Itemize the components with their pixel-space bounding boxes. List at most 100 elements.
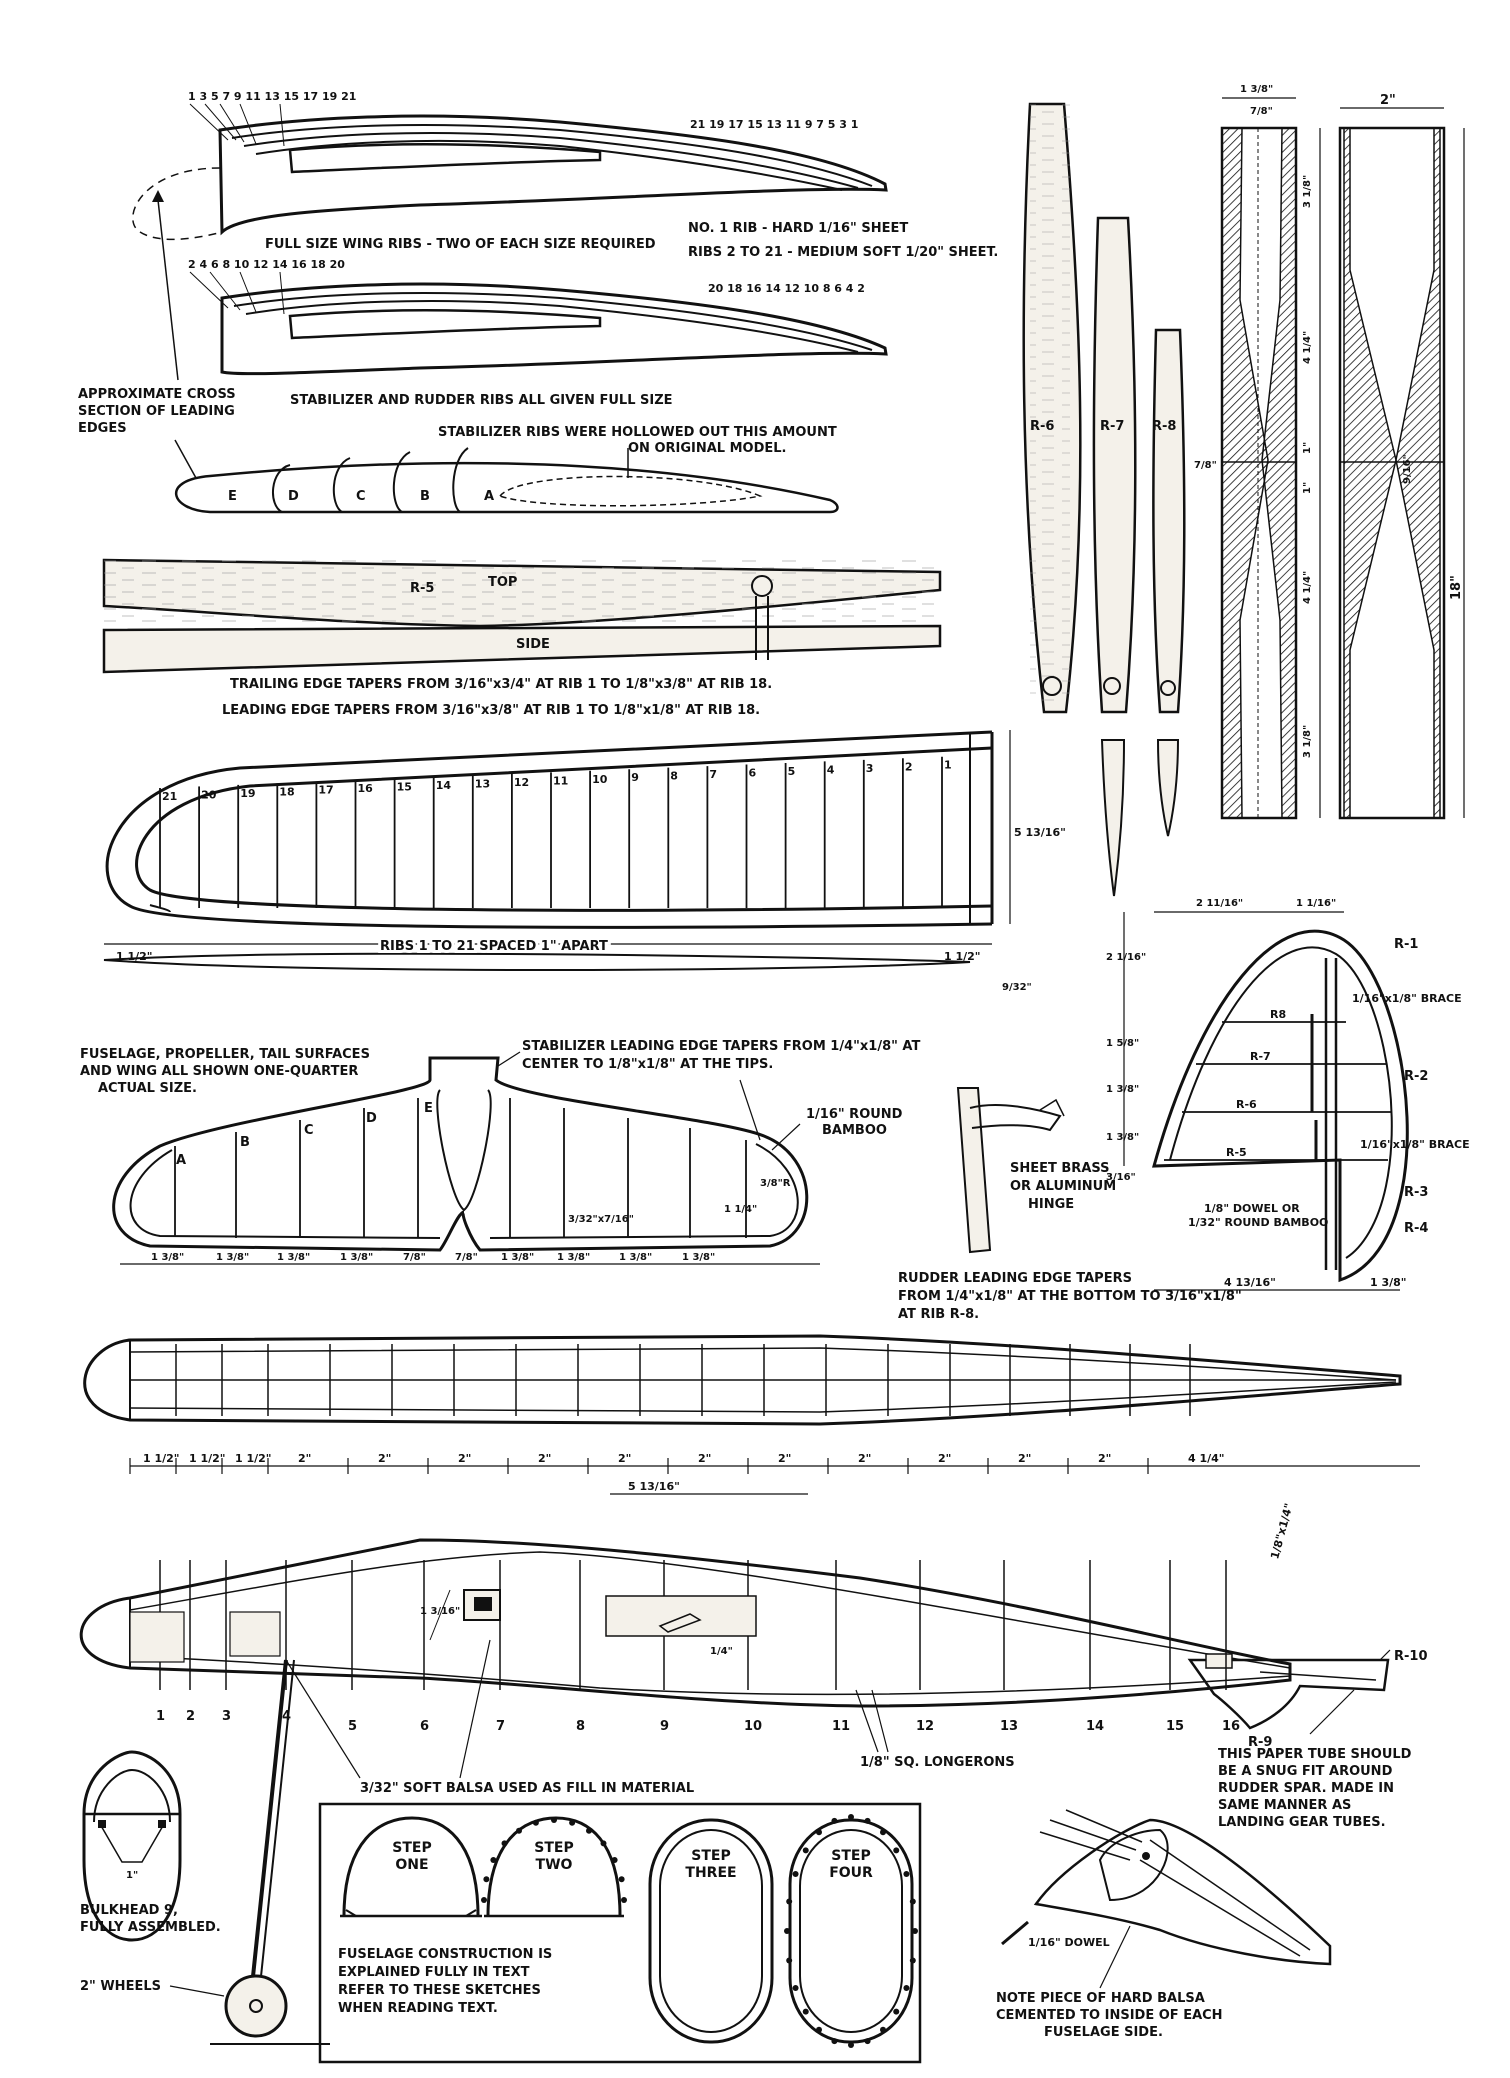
stab-dim-label: 1 3/8" (682, 1252, 715, 1263)
fuselage-small-dim: 1/4" (710, 1646, 733, 1657)
rib2-note: RIBS 2 TO 21 - MEDIUM SOFT 1/20" SHEET. (688, 245, 998, 260)
propeller-blank: 1 3/8" 7/8" 2" 3 1/8" 4 1/4" 1" 1" 4 1/4… (1194, 84, 1465, 820)
step-pin (600, 1840, 607, 1847)
step-pin (501, 1840, 508, 1847)
step-pin (802, 1847, 809, 1854)
wing-rib-number: 15 (397, 781, 412, 794)
fill-material-note: 3/32" SOFT BALSA USED AS FILL IN MATERIA… (360, 1781, 694, 1796)
wing-rib-number: 16 (358, 782, 374, 795)
bulkhead-number: 4 (282, 1709, 291, 1724)
rudder-rib-r5: R-5 (1226, 1146, 1247, 1159)
hollow-note: STABILIZER RIBS WERE HOLLOWED OUT THIS A… (438, 425, 841, 456)
bulkhead-number: 11 (832, 1719, 850, 1734)
step-pin (621, 1897, 627, 1903)
rudder-side-dim-5: 3/16" (1106, 1172, 1136, 1183)
fuselage-top-view (83, 1334, 1402, 1426)
step-pin (551, 1817, 557, 1823)
step-pin (490, 1857, 497, 1863)
longerons-note: 1/8" SQ. LONGERONS (860, 1755, 1015, 1770)
bulkhead-note: BULKHEAD 9, FULLY ASSEMBLED. (80, 1903, 221, 1935)
leading-edge-note: APPROXIMATE CROSS SECTION OF LEADING EDG… (78, 387, 240, 436)
spar-r6-label: R-6 (1030, 419, 1054, 434)
fuselage-dim-label: 1 1/2" (189, 1452, 226, 1465)
stab-letter-c: C (304, 1123, 314, 1138)
prop-side-dim-5: 4 1/4" (1302, 571, 1313, 604)
wing-rib-number: 5 (788, 765, 796, 778)
rudder-r4-label: R-4 (1404, 1221, 1428, 1236)
stab-rib-caption: STABILIZER AND RUDDER RIBS ALL GIVEN FUL… (290, 393, 673, 408)
step-pin (848, 1814, 854, 1820)
bulkhead-number: 7 (496, 1719, 505, 1734)
stab-letter-b: B (240, 1135, 250, 1150)
bulkhead-number: 9 (660, 1719, 669, 1734)
wing-left-dim: 1 1/2" (116, 950, 153, 963)
step-pin (483, 1876, 490, 1883)
wing-rib-number: 17 (318, 784, 333, 797)
rudder-side-dim-3: 1 3/8" (1106, 1084, 1139, 1095)
prop-top-dim-2: 7/8" (1250, 106, 1273, 117)
step-pin (618, 1876, 625, 1883)
bulkhead-number: 13 (1000, 1719, 1018, 1734)
fuselage-dim-label: 1 1/2" (143, 1452, 180, 1465)
rib1-note: NO. 1 RIB - HARD 1/16" SHEET (688, 221, 908, 236)
r5-side-label: SIDE (516, 637, 550, 652)
step-pin (792, 1871, 799, 1877)
stab-dim-label: 7/8" (455, 1252, 478, 1263)
landing-gear: 2" WHEELS (80, 1659, 330, 2045)
stabilizer-plan: A B C D E STABILIZER LEADING EDGE TAPERS… (112, 1039, 925, 1265)
rudder-top-dim-1: 2 11/16" (1196, 898, 1243, 909)
wing-rib-number: 21 (162, 790, 177, 803)
step-pin (532, 1819, 539, 1826)
wing-rib-odd-numbers-right: 21 19 17 15 13 11 9 7 5 3 1 (690, 118, 858, 131)
trailing-edge-note: TRAILING EDGE TAPERS FROM 3/16"x3/4" AT … (230, 677, 772, 692)
prop-side-dim-6: 3 1/8" (1302, 725, 1313, 758)
wing-rib-number: 18 (279, 785, 294, 798)
wing-rib-number: 12 (514, 776, 529, 789)
stab-taper-note: STABILIZER LEADING EDGE TAPERS FROM 1/4"… (522, 1039, 925, 1072)
wing-rib-number: 1 (944, 759, 952, 772)
wing-right-dim: 1 1/2" (944, 950, 981, 963)
step-pin (903, 1871, 910, 1877)
prop-top-dim-3: 2" (1380, 93, 1396, 108)
step-pin (864, 1817, 871, 1824)
step-pin (912, 1928, 918, 1934)
step-pin (848, 2042, 854, 2048)
wing-thickness-dim: 9/32" (1002, 982, 1032, 993)
step-pin (569, 1819, 576, 1826)
tail-detail: 1/16" DOWEL THIS PAPER TUBE SHOULD BE A … (996, 1689, 1412, 2040)
step-pin (831, 1817, 838, 1824)
step-pin (880, 2026, 886, 2033)
steps-note: FUSELAGE CONSTRUCTION IS EXPLAINED FULLY… (338, 1947, 557, 2016)
fuselage-dim-label: 2" (458, 1452, 471, 1465)
wing-ribs-even: 2 4 6 8 10 12 14 16 18 20 20 18 16 14 12… (188, 258, 888, 376)
prop-side-dim-2: 4 1/4" (1302, 331, 1313, 364)
rudder-brace-1: 1/16"x1/8" BRACE (1352, 992, 1462, 1005)
rudder-rib-r6: R-6 (1236, 1098, 1257, 1111)
wing-rib-number: 7 (709, 768, 717, 781)
fuselage-dim-label: 2" (618, 1452, 631, 1465)
wing-rib-number: 9 (631, 771, 639, 784)
step-pin (481, 1897, 487, 1903)
stab-letter-d: D (366, 1111, 377, 1126)
step-pin (816, 1829, 822, 1836)
wing-height-dim: 5 13/16" (1014, 826, 1066, 839)
fuselage-dim-label: 2" (538, 1452, 551, 1465)
fuselage-tail-dim: 1/8"x1/4" (1268, 1502, 1295, 1561)
wing-rib-even-numbers-left: 2 4 6 8 10 12 14 16 18 20 (188, 258, 345, 271)
wing-rib-number: 13 (475, 777, 490, 790)
stab-rib-letter-b: B (420, 489, 430, 504)
rudder-dowel-note: 1/8" DOWEL OR 1/32" ROUND BAMBOO (1188, 1202, 1328, 1229)
wing-ribs-odd: 1 3 5 7 9 11 13 15 17 19 21 21 19 17 15 … (132, 90, 998, 260)
fuselage-side-dim: 1 3/16" (420, 1606, 460, 1617)
prop-top-dim-1: 1 3/8" (1240, 84, 1273, 95)
prop-side-dim-1: 3 1/8" (1302, 175, 1313, 208)
step-pin (586, 1827, 592, 1834)
stab-rib-letter-d: D (288, 489, 299, 504)
step-pin (792, 1985, 799, 1991)
wheels-note: 2" WHEELS (80, 1979, 161, 1994)
stab-small-dim: 3/32"x7/16" (568, 1214, 634, 1225)
